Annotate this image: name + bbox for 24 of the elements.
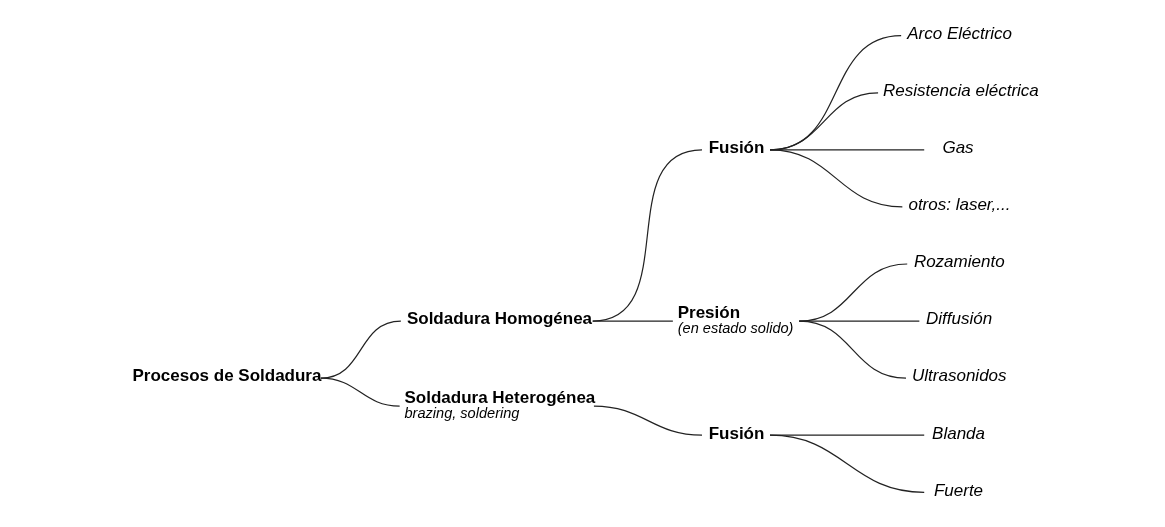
node-text: Blanda: [931, 422, 985, 442]
connector: [591, 148, 703, 322]
connector: [319, 319, 401, 379]
node-text: otros: laser,...: [907, 194, 1010, 214]
connector: [768, 434, 925, 493]
node-text: Fuerte: [933, 480, 983, 500]
connector: [592, 404, 703, 436]
node-text: Presión (en estado solido): [677, 302, 793, 336]
node-text: Fusión: [708, 137, 764, 157]
node-text: Ultrasonidos: [911, 365, 1007, 385]
connector: [768, 148, 903, 208]
node-text: Resistencia eléctrica: [882, 80, 1039, 100]
connector: [798, 319, 907, 379]
connector: [319, 377, 400, 407]
connector: [798, 319, 920, 322]
node-text: Procesos de Soldadura: [132, 365, 321, 385]
node-text: Gas: [941, 137, 974, 157]
node-text: Soldadura Homogénea: [406, 308, 592, 328]
connector: [591, 319, 673, 322]
node-text: Rozamiento: [913, 251, 1005, 271]
node-text: Arco Eléctrico: [906, 23, 1012, 43]
node-text: Diffusión: [925, 308, 992, 328]
node-text: Fusión: [708, 422, 764, 442]
node-text: Soldadura Heterogénea brazing, soldering: [404, 387, 595, 421]
